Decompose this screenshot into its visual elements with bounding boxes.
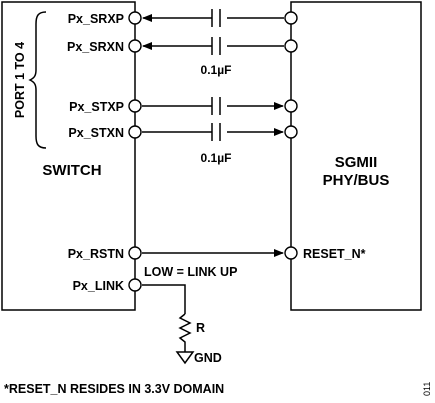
phy-title-line1: SGMII (335, 154, 378, 171)
phy-pin-srxn (284, 39, 298, 53)
capacitor-stxp (211, 97, 221, 115)
pin-label-stxn: Px_STXN (68, 126, 124, 140)
port-group-brace (28, 11, 47, 149)
phy-reset-label: RESET_N* (303, 247, 366, 261)
phy-block (290, 1, 422, 311)
signal-stxn (142, 123, 284, 141)
pin-label-srxp: Px_SRXP (68, 12, 124, 26)
pin-stxp (128, 99, 142, 113)
pin-link (128, 278, 142, 292)
port-group-label: PORT 1 TO 4 (13, 42, 27, 118)
switch-block (1, 1, 136, 311)
resistor-label: R (196, 321, 205, 335)
pin-srxn (128, 39, 142, 53)
phy-title-line2: PHY/BUS (323, 172, 390, 189)
signal-stxp (142, 97, 284, 115)
pin-label-link: Px_LINK (73, 279, 124, 293)
signal-link (142, 284, 195, 365)
pin-srxp (128, 11, 142, 25)
footnote: *RESET_N RESIDES IN 3.3V DOMAIN (4, 382, 224, 396)
phy-pin-stxp (284, 99, 298, 113)
figure-number: 011 (422, 382, 432, 396)
capacitor-srxn (211, 37, 221, 55)
signal-srxn (142, 37, 284, 55)
resistor-symbol (178, 313, 192, 352)
signal-srxp (142, 9, 284, 27)
switch-title: SWITCH (42, 162, 101, 179)
pin-label-srxn: Px_SRXN (67, 40, 124, 54)
phy-pin-reset (284, 246, 298, 260)
phy-pin-stxn (284, 125, 298, 139)
phy-pin-srxp (284, 11, 298, 25)
capacitor-srxp (211, 9, 221, 27)
pin-rstn (128, 246, 142, 260)
ground-label: GND (194, 351, 222, 365)
capacitor-rx-value: 0.1µF (201, 63, 232, 77)
ground-symbol (175, 351, 195, 365)
link-note: LOW = LINK UP (144, 265, 237, 279)
capacitor-tx-value: 0.1µF (201, 151, 232, 165)
pin-label-rstn: Px_RSTN (68, 247, 124, 261)
capacitor-stxn (211, 123, 221, 141)
pin-stxn (128, 125, 142, 139)
pin-label-stxp: Px_STXP (69, 100, 124, 114)
